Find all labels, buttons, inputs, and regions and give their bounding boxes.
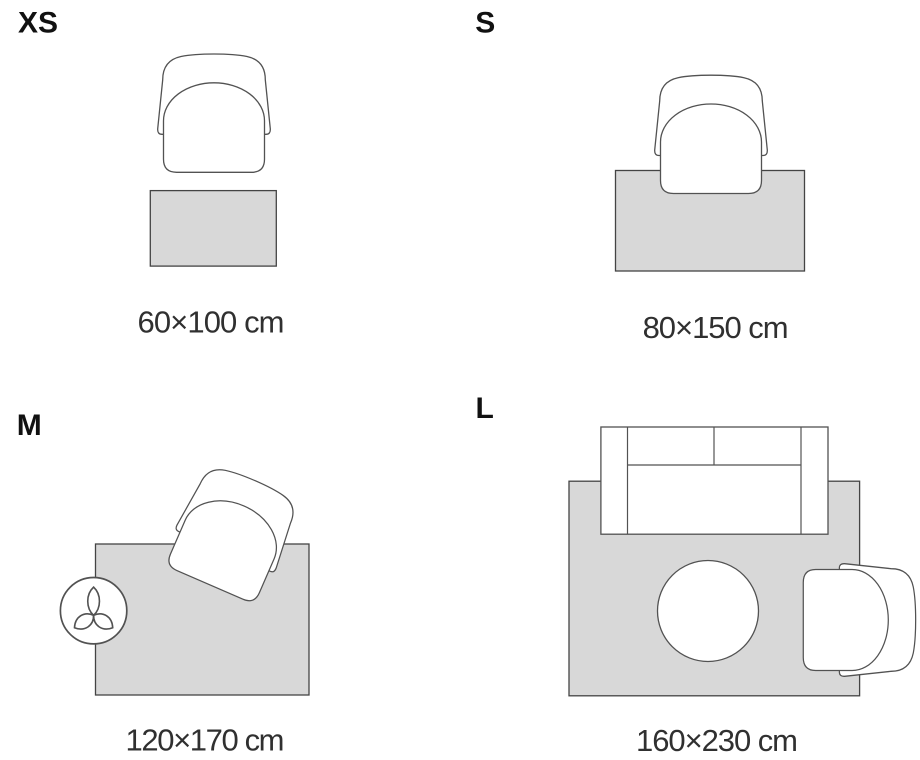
svg-text:S: S — [475, 7, 495, 40]
svg-text:L: L — [476, 392, 494, 425]
svg-text:120×170 cm: 120×170 cm — [126, 722, 285, 757]
svg-text:M: M — [17, 409, 42, 442]
svg-text:60×100 cm: 60×100 cm — [138, 304, 285, 339]
svg-text:80×150 cm: 80×150 cm — [643, 310, 789, 345]
svg-text:XS: XS — [18, 7, 58, 40]
svg-text:160×230 cm: 160×230 cm — [636, 723, 798, 758]
